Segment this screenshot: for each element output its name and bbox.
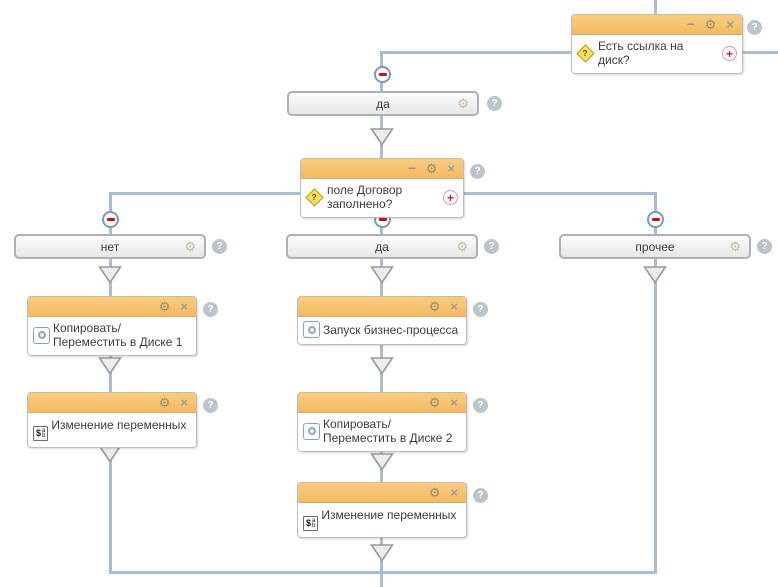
connector-line (380, 51, 571, 54)
card-header: ⚙ × (28, 393, 196, 413)
insert-arrow-icon[interactable] (370, 544, 394, 562)
help-icon[interactable]: ? (487, 96, 502, 111)
insert-arrow-icon[interactable] (98, 266, 122, 284)
condition-diamond-icon: ? (305, 187, 324, 207)
branch-pill-yes-top[interactable]: да ⚙ (287, 91, 479, 116)
card-header: ⚙ × (298, 297, 466, 317)
branch-pill-yes[interactable]: да ⚙ (286, 234, 478, 259)
close-icon[interactable]: × (726, 17, 734, 32)
insert-arrow-icon[interactable] (370, 266, 394, 284)
branch-label: да (375, 239, 389, 254)
connector-line (109, 437, 112, 574)
minus-bar (378, 73, 387, 76)
close-icon[interactable]: × (180, 299, 188, 314)
help-icon[interactable]: ? (203, 398, 218, 413)
branch-label: нет (100, 239, 120, 254)
condition-card-contract-filled[interactable]: – ⚙ × ? поле Договор заполнено? + (300, 158, 464, 218)
close-icon[interactable]: × (180, 395, 188, 410)
help-icon[interactable]: ? (757, 239, 772, 254)
card-title: поле Договор заполнено? (327, 183, 403, 211)
minus-bar (651, 218, 660, 221)
card-header: – ⚙ × (301, 159, 463, 179)
branch-pill-no[interactable]: нет ⚙ (14, 234, 206, 259)
branch-pill-else[interactable]: прочее ⚙ (559, 234, 751, 259)
settings-gear-icon[interactable]: ⚙ (704, 17, 717, 32)
remove-branch-icon[interactable] (102, 211, 119, 228)
help-icon[interactable]: ? (473, 398, 488, 413)
settings-gear-icon[interactable]: ⚙ (428, 299, 441, 314)
help-icon[interactable]: ? (212, 239, 227, 254)
condition-card-link-to-disk[interactable]: – ⚙ × ? Есть ссылка на диск? + (571, 14, 743, 74)
activity-card-start-bp[interactable]: ⚙ × Запуск бизнес-процесса (297, 296, 467, 345)
connector-line (743, 51, 778, 54)
help-icon[interactable]: ? (470, 164, 485, 179)
minimize-icon[interactable]: – (407, 159, 416, 175)
minimize-icon[interactable]: – (686, 15, 695, 31)
settings-gear-icon[interactable]: ⚙ (428, 395, 441, 410)
condition-diamond-icon: ? (576, 43, 595, 63)
activity-card-copy-disk2[interactable]: ⚙ × Копировать/Переместить в Диске 2 (297, 392, 467, 452)
insert-arrow-icon[interactable] (370, 453, 394, 471)
help-icon[interactable]: ? (484, 239, 499, 254)
card-title: Копировать/Переместить в Диске 2 (323, 417, 453, 445)
insert-arrow-icon[interactable] (643, 266, 667, 284)
card-title: Копировать/Переместить в Диске 1 (53, 321, 183, 349)
add-branch-icon[interactable]: + (443, 190, 458, 205)
settings-gear-icon[interactable]: ⚙ (457, 96, 469, 111)
card-title: Изменение переменных (321, 508, 457, 522)
remove-branch-icon[interactable] (647, 211, 664, 228)
card-header: – ⚙ × (572, 15, 742, 35)
copy-move-action-icon (303, 422, 320, 440)
close-icon[interactable]: × (450, 395, 458, 410)
card-header: ⚙ × (298, 393, 466, 413)
card-title: Запуск бизнес-процесса (323, 322, 459, 337)
card-title: Изменение переменных (51, 418, 187, 432)
card-title: Есть ссылка на диск? (598, 39, 684, 67)
connector-line (109, 571, 657, 574)
minus-bar (378, 218, 387, 221)
settings-gear-icon[interactable]: ⚙ (158, 395, 171, 410)
settings-gear-icon[interactable]: ⚙ (729, 239, 741, 254)
insert-arrow-icon[interactable] (98, 357, 122, 375)
branch-label: прочее (635, 239, 675, 254)
settings-gear-icon[interactable]: ⚙ (158, 299, 171, 314)
connector-line (654, 259, 657, 573)
help-icon[interactable]: ? (747, 20, 762, 35)
settings-gear-icon[interactable]: ⚙ (428, 485, 441, 500)
add-branch-icon[interactable]: + (722, 46, 737, 61)
remove-branch-icon[interactable] (374, 66, 391, 83)
settings-gear-icon[interactable]: ⚙ (425, 161, 438, 176)
connector-line (654, 0, 657, 16)
settings-gear-icon[interactable]: ⚙ (456, 239, 468, 254)
help-icon[interactable]: ? (473, 302, 488, 317)
close-icon[interactable]: × (447, 161, 455, 176)
close-icon[interactable]: × (450, 485, 458, 500)
card-header: ⚙ × (28, 297, 196, 317)
start-bp-action-icon (303, 321, 320, 338)
help-icon[interactable]: ? (203, 302, 218, 317)
insert-arrow-icon[interactable] (370, 128, 394, 146)
insert-arrow-icon[interactable] (370, 357, 394, 375)
help-icon[interactable]: ? (473, 488, 488, 503)
card-header: ⚙ × (298, 483, 466, 503)
branch-label: да (376, 96, 390, 111)
minus-bar (106, 218, 115, 221)
copy-move-action-icon (33, 326, 50, 344)
settings-gear-icon[interactable]: ⚙ (184, 239, 196, 254)
activity-card-copy-disk1[interactable]: ⚙ × Копировать/Переместить в Диске 1 (27, 296, 197, 356)
close-icon[interactable]: × (450, 299, 458, 314)
